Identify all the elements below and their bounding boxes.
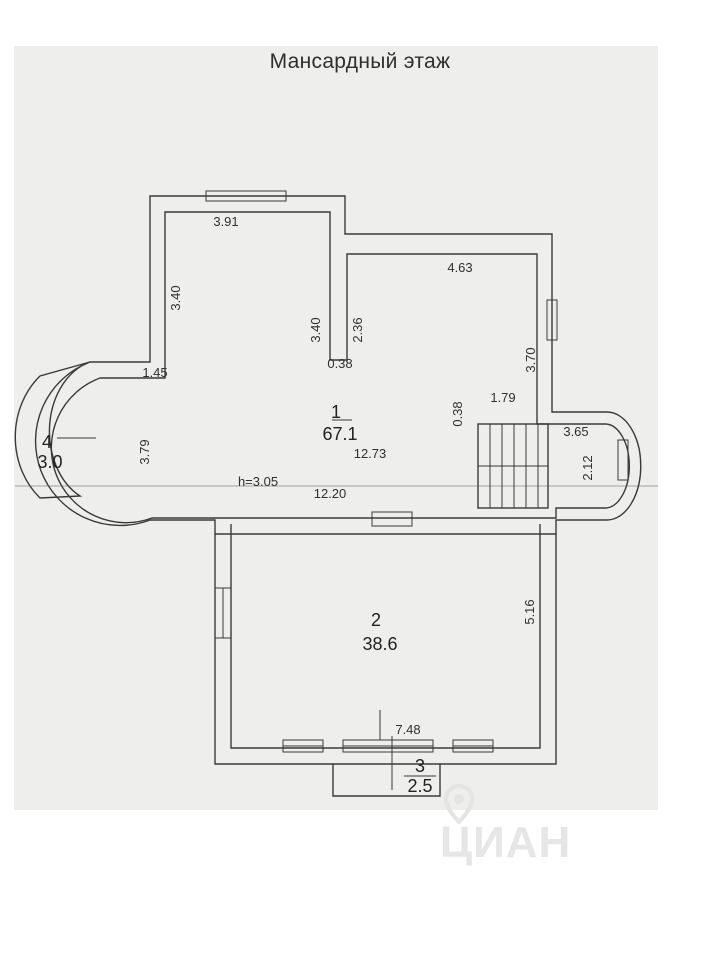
plan-title: Мансардный этаж	[269, 50, 451, 73]
room-number-1: 1	[331, 402, 341, 422]
dim-0-38-side: 0.38	[450, 401, 465, 426]
dim-5-16: 5.16	[522, 599, 537, 624]
window-left-lower	[214, 587, 232, 639]
room-number-2: 2	[371, 610, 381, 630]
room-area-1: 67.1	[322, 424, 357, 444]
outer-wall-lower	[214, 534, 557, 765]
room-area-4: 3.0	[37, 452, 62, 472]
room-area-3: 2.5	[407, 776, 432, 796]
outer-wall-upper	[34, 195, 642, 535]
room-number-3: 3	[415, 756, 425, 776]
inner-wall-upper	[50, 211, 630, 524]
dim-3-79: 3.79	[137, 439, 152, 464]
dim-2-12: 2.12	[580, 455, 595, 480]
balcony-3	[332, 764, 441, 797]
dim-height: h=3.05	[238, 474, 278, 489]
watermark-text: ЦИАН	[440, 818, 572, 867]
window-bottom	[282, 739, 494, 753]
dim-0-38-top: 0.38	[327, 356, 352, 371]
dim-4-63: 4.63	[447, 260, 472, 275]
window-stair	[617, 439, 629, 481]
bay-window-4	[14, 361, 91, 499]
dim-12-20: 12.20	[314, 486, 347, 501]
window-right	[546, 299, 558, 341]
dim-3-40-mid: 3.40	[308, 317, 323, 342]
dim-1-79: 1.79	[490, 390, 515, 405]
dim-3-65: 3.65	[563, 424, 588, 439]
dim-7-48: 7.48	[395, 722, 420, 737]
location-pin-icon	[444, 784, 474, 824]
door-opening	[371, 511, 413, 527]
dim-3-91: 3.91	[213, 214, 238, 229]
window-top	[205, 190, 287, 202]
dim-1-45: 1.45	[142, 365, 167, 380]
dim-12-73: 12.73	[354, 446, 387, 461]
plan-sheet	[14, 46, 658, 810]
dim-3-40-left: 3.40	[168, 285, 183, 310]
dim-2-36: 2.36	[350, 317, 365, 342]
dim-3-70: 3.70	[523, 347, 538, 372]
room-area-2: 38.6	[362, 634, 397, 654]
room-number-4: 4	[42, 432, 52, 452]
